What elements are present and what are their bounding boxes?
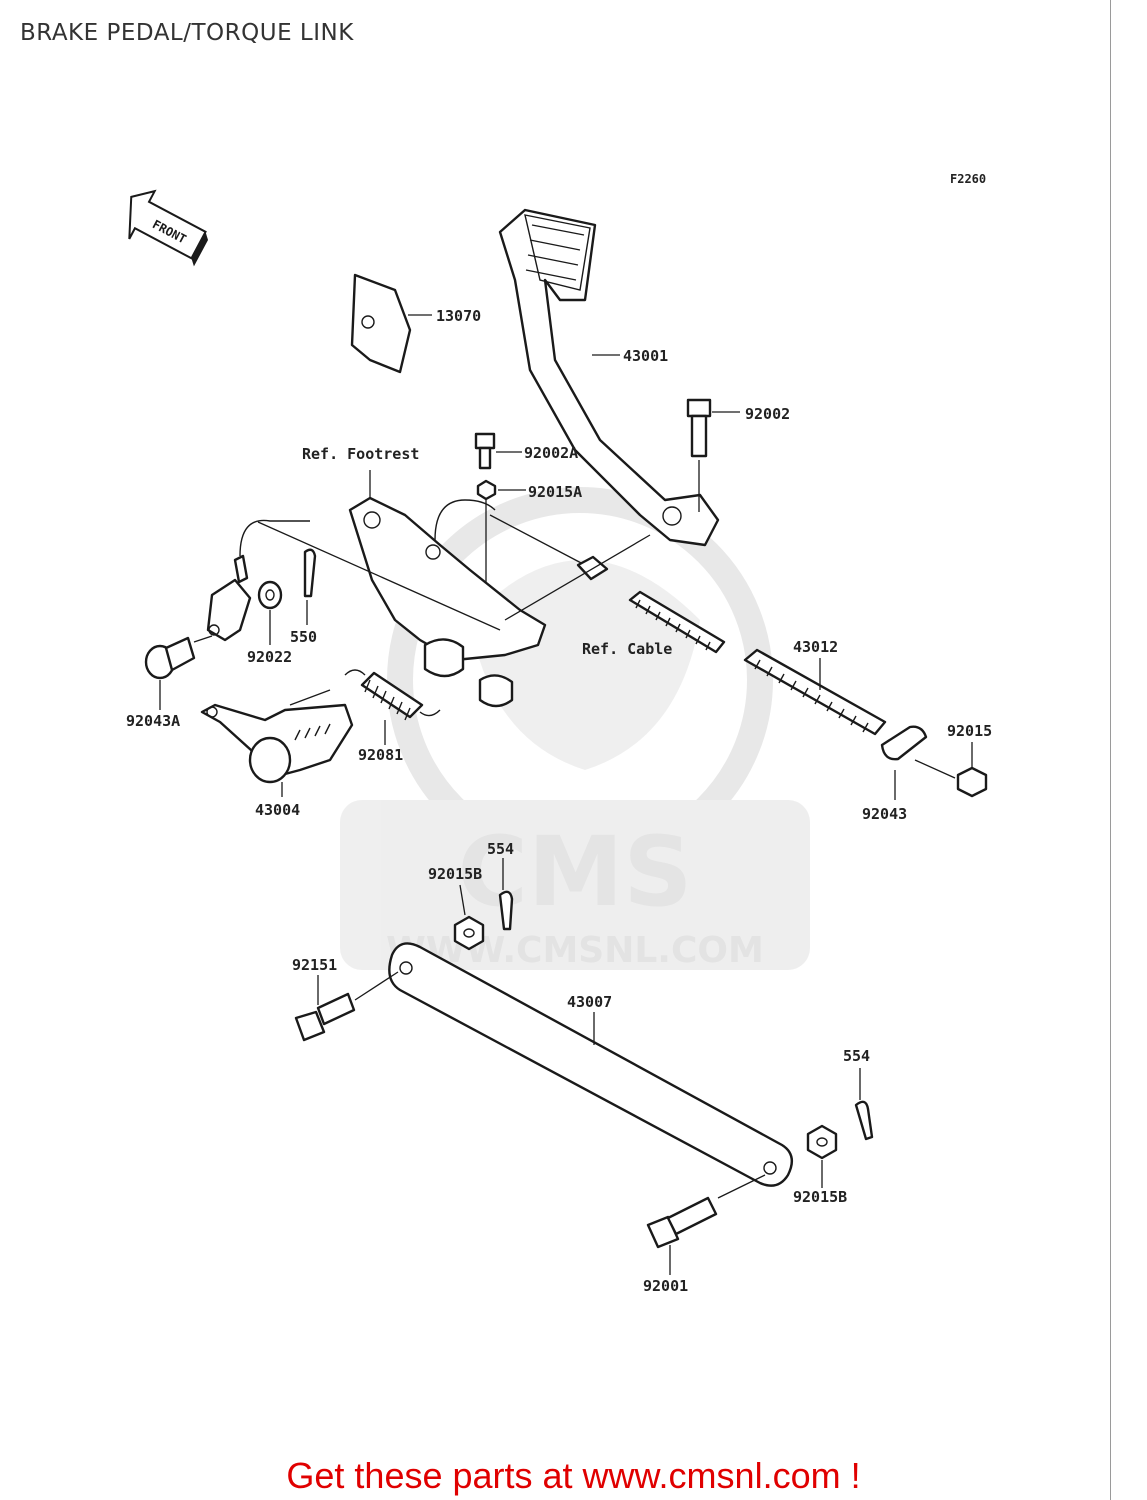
label-43012: 43012 — [793, 638, 838, 656]
figure-code: F2260 — [950, 172, 987, 186]
part-92002A-bolt — [474, 432, 522, 470]
label-92151: 92151 — [292, 956, 337, 974]
part-43012-rod-spring — [489, 514, 887, 736]
part-92002-bolt — [686, 398, 740, 512]
part-clevis-joint — [206, 519, 501, 642]
label-ref-footrest: Ref. Footrest — [302, 445, 419, 463]
label-92043A: 92043A — [126, 712, 180, 730]
label-92015B-lower: 92015B — [793, 1188, 847, 1206]
part-92001-bolt — [646, 1174, 766, 1275]
part-92043A-pin — [144, 635, 213, 710]
part-550-cotter-pin — [303, 548, 317, 625]
label-43007: 43007 — [567, 993, 612, 1011]
part-43007-torque-link — [388, 942, 794, 1187]
label-92001: 92001 — [643, 1277, 688, 1295]
part-92015-nut — [956, 742, 988, 798]
page-edge-divider — [1110, 0, 1111, 1500]
part-43004-lever — [200, 689, 354, 797]
part-13070-bracket — [350, 273, 432, 374]
page-title: BRAKE PEDAL/TORQUE LINK — [20, 20, 354, 46]
label-92022: 92022 — [247, 648, 292, 666]
label-ref-cable: Ref. Cable — [582, 640, 672, 658]
part-92151-bolt — [294, 971, 399, 1042]
label-43001: 43001 — [623, 347, 668, 365]
part-92043-pin — [880, 725, 956, 800]
label-554-upper: 554 — [487, 840, 514, 858]
label-92043: 92043 — [862, 805, 907, 823]
part-43001-brake-pedal — [498, 208, 720, 547]
label-92015: 92015 — [947, 722, 992, 740]
label-92015B-upper: 92015B — [428, 865, 482, 883]
label-13070: 13070 — [436, 307, 481, 325]
label-92081: 92081 — [358, 746, 403, 764]
ref-footrest-bracket — [348, 470, 547, 708]
part-92022-washer — [257, 580, 283, 645]
part-92081-spring — [344, 669, 441, 745]
label-92015A: 92015A — [528, 483, 582, 501]
label-550: 550 — [290, 628, 317, 646]
promo-link-text[interactable]: Get these parts at www.cmsnl.com ! — [286, 1455, 861, 1496]
label-92002: 92002 — [745, 405, 790, 423]
part-labels: 13070 43001 92002 92002A 92015A 43012 92… — [126, 307, 992, 1295]
part-554-cotter-pin-lower — [854, 1068, 874, 1141]
front-direction-arrow: FRONT — [128, 189, 209, 267]
watermark-brand: CMS — [457, 816, 692, 928]
label-554-lower: 554 — [843, 1047, 870, 1065]
label-43004: 43004 — [255, 801, 300, 819]
label-92002A: 92002A — [524, 444, 578, 462]
part-554-cotter-pin-upper — [498, 858, 514, 931]
part-92015B-nut-upper — [453, 884, 485, 951]
part-92015B-nut-lower — [806, 1124, 838, 1188]
